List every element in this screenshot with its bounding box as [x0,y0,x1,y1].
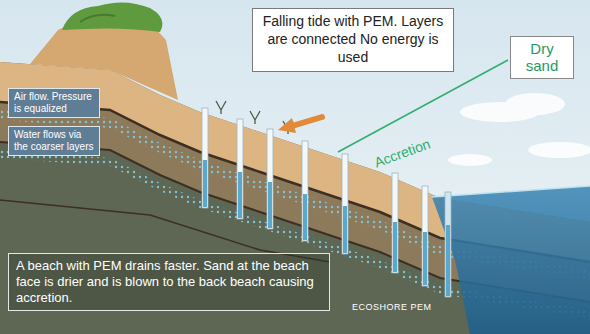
title-box: Falling tide with PEM. Layers are connec… [252,8,454,72]
box-text: Water flows via the coarser layers [14,129,94,153]
callout-box: Water flows via the coarser layers [8,126,100,156]
box-text: A beach with PEM drains faster. Sand at … [16,258,322,306]
box-text: Air flow. Pressure is equalized [14,91,94,115]
callout-box: Air flow. Pressure is equalized [8,88,100,118]
box-text: Falling tide with PEM. Layers are connec… [261,13,445,67]
box-text: Dry sand [515,40,569,75]
brand-watermark: ECOSHORE PEM [352,302,432,312]
callout-box: Dry sand [510,36,574,79]
note-box: A beach with PEM drains faster. Sand at … [8,253,330,311]
